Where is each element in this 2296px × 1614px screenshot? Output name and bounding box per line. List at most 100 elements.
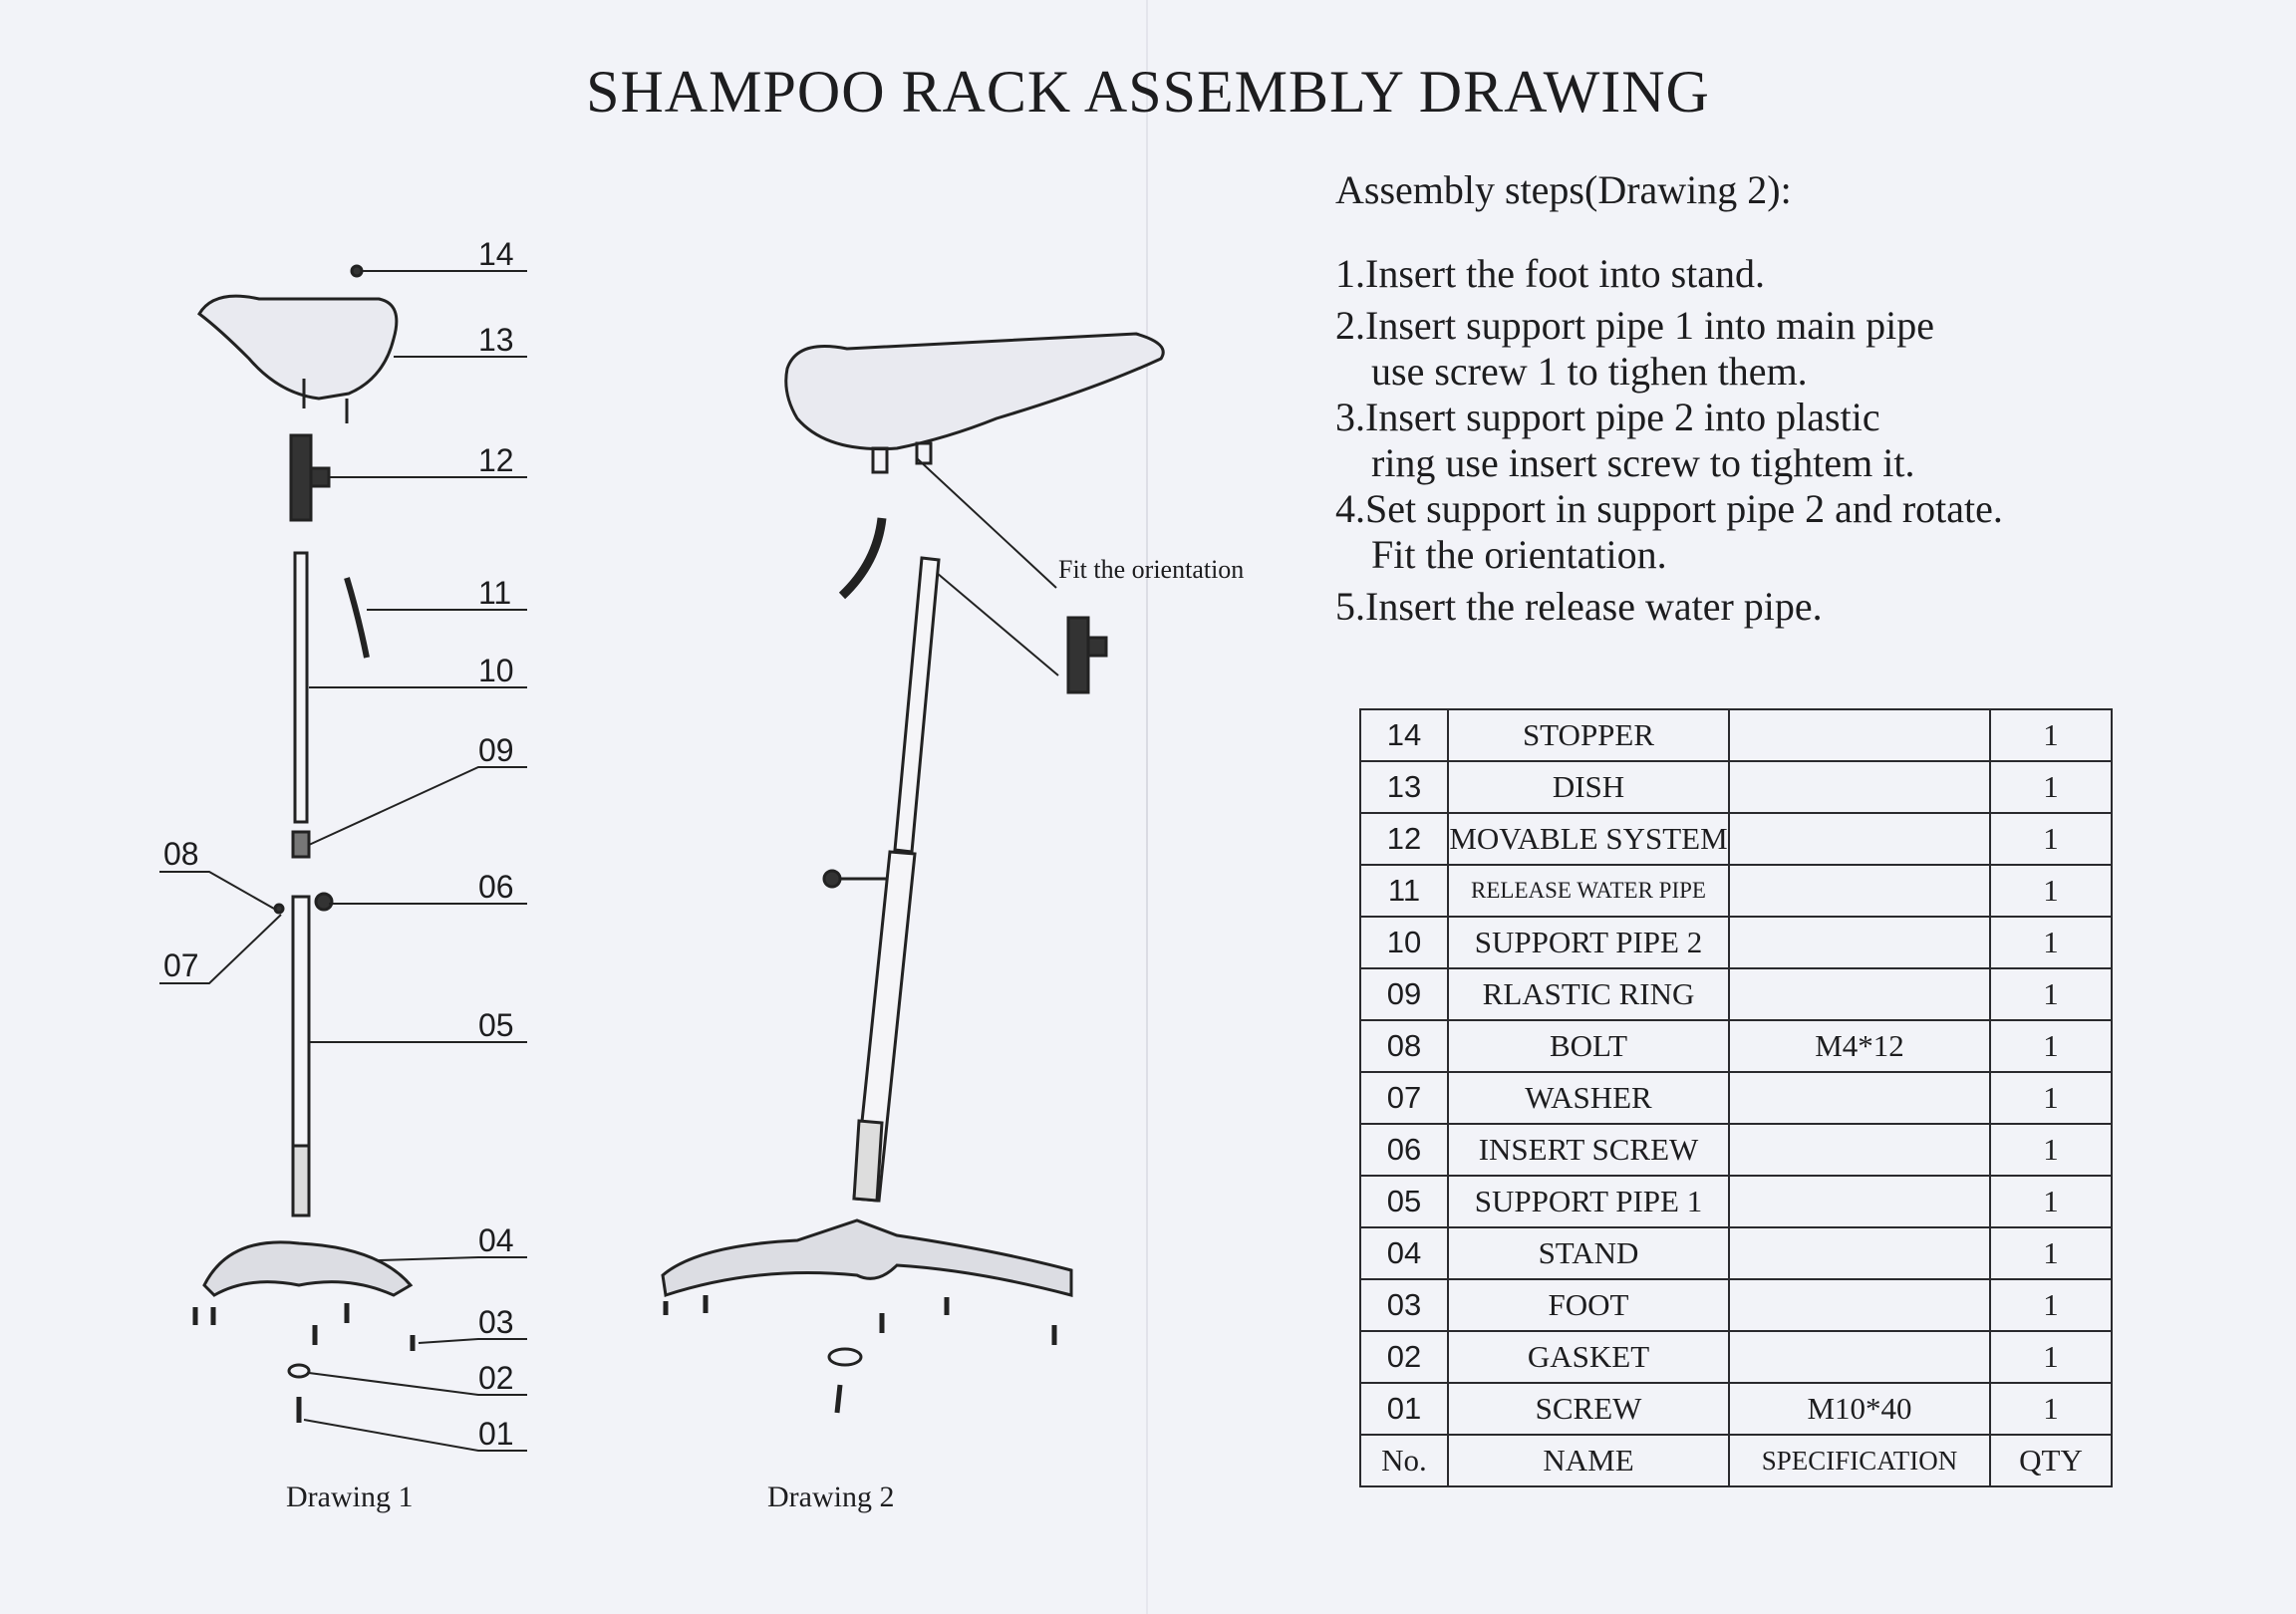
part-qty: 1 bbox=[1989, 1382, 2113, 1436]
part-name: STAND bbox=[1447, 1226, 1730, 1280]
part-number: 06 bbox=[1359, 1123, 1449, 1177]
part-number: 11 bbox=[1359, 864, 1449, 918]
part-number: 09 bbox=[1359, 967, 1449, 1021]
table-header-row: No. NAME SPECIFICATION QTY bbox=[1359, 1434, 2113, 1487]
part-name: WASHER bbox=[1447, 1071, 1730, 1125]
support-pipe-2-part bbox=[893, 556, 941, 854]
callout-01: 01 bbox=[478, 1416, 514, 1452]
page-title: SHAMPOO RACK ASSEMBLY DRAWING bbox=[586, 59, 1710, 125]
part-name: MOVABLE SYSTEM bbox=[1447, 812, 1730, 866]
header-name: NAME bbox=[1447, 1434, 1730, 1487]
stand-part bbox=[202, 1240, 414, 1297]
drawing-2-caption: Drawing 2 bbox=[767, 1480, 894, 1513]
insert-screw-part bbox=[822, 869, 887, 889]
part-qty: 1 bbox=[1989, 1330, 2113, 1384]
callout-14: 14 bbox=[478, 236, 514, 272]
part-qty: 1 bbox=[1989, 916, 2113, 969]
part-spec bbox=[1728, 812, 1991, 866]
part-name: FOOT bbox=[1447, 1278, 1730, 1332]
stand-part bbox=[661, 1218, 1073, 1297]
part-spec bbox=[1728, 708, 1991, 762]
movable-system-part bbox=[1066, 616, 1108, 694]
gasket-part bbox=[827, 1347, 863, 1367]
plastic-ring-part bbox=[291, 830, 311, 859]
part-qty: 1 bbox=[1989, 708, 2113, 762]
part-name: RELEASE WATER PIPE bbox=[1447, 864, 1730, 918]
part-qty: 1 bbox=[1989, 760, 2113, 814]
part-qty: 1 bbox=[1989, 1019, 2113, 1073]
part-qty: 1 bbox=[1989, 812, 2113, 866]
callout-04: 04 bbox=[478, 1222, 514, 1258]
part-name: GASKET bbox=[1447, 1330, 1730, 1384]
stopper-part bbox=[350, 264, 364, 278]
step-line: ring use insert screw to tightem it. bbox=[1371, 440, 1915, 485]
part-qty: 1 bbox=[1989, 1175, 2113, 1228]
steps-heading: Assembly steps(Drawing 2): bbox=[1335, 167, 1792, 212]
part-number: 14 bbox=[1359, 708, 1449, 762]
part-number: 03 bbox=[1359, 1278, 1449, 1332]
step-line: 3.Insert support pipe 2 into plastic bbox=[1335, 395, 1880, 439]
part-number: 07 bbox=[1359, 1071, 1449, 1125]
part-number: 02 bbox=[1359, 1330, 1449, 1384]
part-qty: 1 bbox=[1989, 1278, 2113, 1332]
header-no: No. bbox=[1359, 1434, 1449, 1487]
part-number: 05 bbox=[1359, 1175, 1449, 1228]
step-line: 4.Set support in support pipe 2 and rota… bbox=[1335, 486, 2003, 531]
movable-system-part bbox=[289, 433, 331, 522]
release-water-pipe-part bbox=[344, 577, 370, 659]
part-name: RLASTIC RING bbox=[1447, 967, 1730, 1021]
step-line: Fit the orientation. bbox=[1371, 532, 1667, 577]
drawing-1 bbox=[159, 264, 527, 1452]
support-pipe-2-part bbox=[293, 551, 309, 824]
callout-10: 10 bbox=[478, 653, 514, 688]
foot-part bbox=[663, 1295, 1057, 1345]
callout-06: 06 bbox=[478, 869, 514, 905]
bolt-part bbox=[273, 903, 285, 915]
gasket-part bbox=[287, 1363, 311, 1379]
part-qty: 1 bbox=[1989, 864, 2113, 918]
callout-13: 13 bbox=[478, 322, 514, 358]
part-number: 04 bbox=[1359, 1226, 1449, 1280]
part-name: INSERT SCREW bbox=[1447, 1123, 1730, 1177]
part-name: SUPPORT PIPE 1 bbox=[1447, 1175, 1730, 1228]
callout-07: 07 bbox=[163, 947, 199, 983]
callout-12: 12 bbox=[478, 442, 514, 478]
part-number: 01 bbox=[1359, 1382, 1449, 1436]
callout-11: 11 bbox=[478, 575, 511, 611]
part-spec bbox=[1728, 1175, 1991, 1228]
header-qty: QTY bbox=[1989, 1434, 2113, 1487]
part-spec bbox=[1728, 967, 1991, 1021]
callout-05: 05 bbox=[478, 1007, 514, 1043]
part-spec: M10*40 bbox=[1728, 1382, 1991, 1436]
part-name: SUPPORT PIPE 2 bbox=[1447, 916, 1730, 969]
part-spec bbox=[1728, 1071, 1991, 1125]
callout-02: 02 bbox=[478, 1360, 514, 1396]
part-qty: 1 bbox=[1989, 1071, 2113, 1125]
part-name: STOPPER bbox=[1447, 708, 1730, 762]
part-spec bbox=[1728, 760, 1991, 814]
step-line: 1.Insert the foot into stand. bbox=[1335, 251, 1766, 296]
release-water-pipe-part bbox=[838, 517, 887, 600]
part-spec bbox=[1728, 864, 1991, 918]
callout-03: 03 bbox=[478, 1304, 514, 1340]
dish-part bbox=[784, 332, 1165, 451]
part-number: 12 bbox=[1359, 812, 1449, 866]
header-spec: SPECIFICATION bbox=[1728, 1434, 1991, 1487]
part-spec bbox=[1728, 1123, 1991, 1177]
part-qty: 1 bbox=[1989, 967, 2113, 1021]
drawing-1-labels: 14 13 12 11 10 09 08 06 07 05 04 03 02 0… bbox=[163, 236, 514, 1513]
support-pipe-1-part bbox=[852, 850, 917, 1203]
drawing-2 bbox=[661, 332, 1165, 1414]
